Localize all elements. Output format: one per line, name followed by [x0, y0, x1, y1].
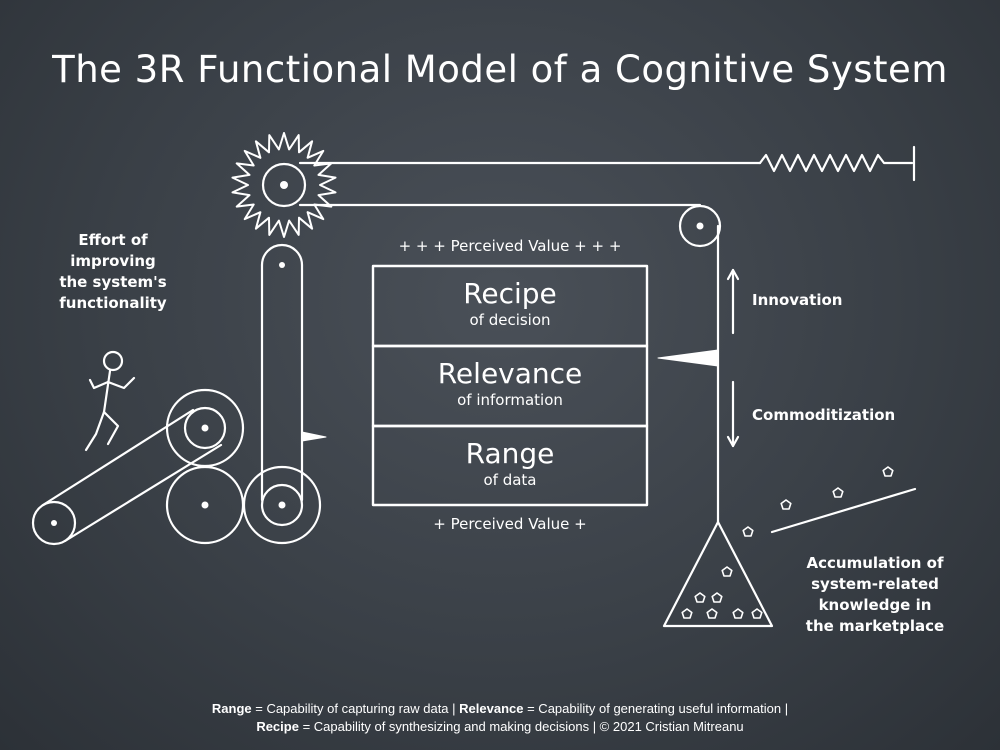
range-subtitle: of data	[483, 471, 537, 489]
recipe-subtitle: of decision	[469, 311, 551, 329]
perceived-value-top: + + + Perceived Value + + +	[398, 237, 622, 255]
page-title: The 3R Functional Model of a Cognitive S…	[52, 48, 948, 91]
effort-caption-line: Effort of	[78, 231, 148, 249]
pulley-icon	[678, 204, 722, 248]
relevance-subtitle: of information	[457, 391, 563, 409]
footer-range-def: = Capability of capturing raw data |	[251, 701, 460, 716]
recipe-label: Recipe of decision	[373, 278, 647, 330]
accumulation-caption: Accumulation of system-related knowledge…	[790, 553, 960, 637]
belt-flag	[301, 431, 327, 442]
effort-caption-line: the system's	[59, 273, 167, 291]
footer-relevance-term: Relevance	[459, 701, 524, 716]
value-pointer	[657, 349, 719, 367]
spring	[758, 153, 914, 173]
perceived-value-bottom: + Perceived Value +	[433, 515, 587, 533]
footer-recipe-def: = Capability of synthesizing and making …	[298, 719, 744, 734]
relevance-label: Relevance of information	[373, 358, 647, 410]
runner-figure	[84, 350, 136, 452]
footer-line-2: Recipe = Capability of synthesizing and …	[0, 718, 1000, 736]
effort-caption-line: improving	[70, 252, 156, 270]
effort-caption-line: functionality	[59, 294, 167, 312]
treadmill	[31, 388, 245, 546]
accumulation-line	[770, 487, 917, 534]
vertical-belt	[242, 243, 322, 545]
innovation-label: Innovation	[752, 291, 843, 309]
commoditization-label: Commoditization	[752, 406, 896, 424]
recipe-title: Recipe	[463, 277, 557, 310]
knowledge-cone	[662, 520, 774, 628]
range-title: Range	[465, 437, 555, 470]
gear-icon	[231, 132, 337, 238]
footer-range-term: Range	[211, 701, 252, 716]
cone-pieces	[681, 565, 763, 620]
accumulation-caption-line: the marketplace	[805, 617, 945, 635]
range-box	[371, 424, 649, 507]
footer-recipe-term: Recipe	[256, 719, 299, 734]
relevance-title: Relevance	[437, 357, 583, 390]
footer-relevance-def: = Capability of generating useful inform…	[523, 701, 789, 716]
accumulation-caption-line: knowledge in	[818, 596, 932, 614]
accumulation-caption-line: Accumulation of	[806, 554, 944, 572]
footer-definitions: Range = Capability of capturing raw data…	[0, 700, 1000, 736]
accumulation-caption-line: system-related	[811, 575, 939, 593]
footer-line-1: Range = Capability of capturing raw data…	[0, 700, 1000, 718]
effort-caption: Effort of improving the system's functio…	[48, 230, 178, 314]
range-label: Range of data	[373, 438, 647, 490]
